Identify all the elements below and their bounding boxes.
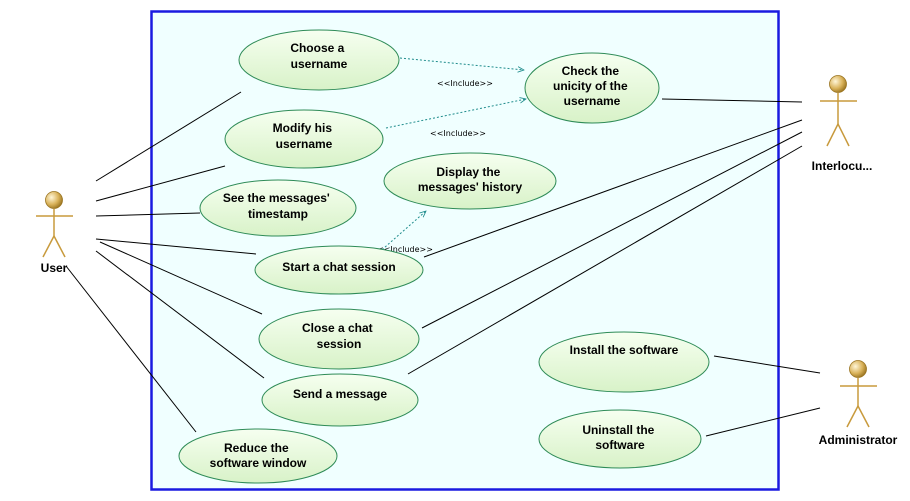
use-case-uninstall-software[interactable]: Uninstall the software (538, 409, 702, 469)
svg-text:Close a chat session: Close a chat session (302, 321, 376, 351)
include-line-start-to-display (375, 211, 426, 256)
use-case-label-line: See the messages' (223, 191, 330, 205)
use-case-install-software[interactable]: Install the software (538, 331, 710, 393)
use-case-label-line: software (595, 438, 645, 452)
use-case-label-line: Install the software (570, 343, 679, 357)
use-case-label-line: username (276, 137, 333, 151)
svg-text:Display the messages' hi: Display the messages' history (418, 165, 523, 194)
system-boundary (150, 10, 780, 491)
use-case-start-chat[interactable]: Start a chat session (254, 245, 424, 295)
include-relations: <<Include>> <<Include>> <<Include>> (375, 57, 526, 256)
use-case-label-line: Close a chat (302, 321, 373, 335)
actor-administrator[interactable]: Administrator (819, 360, 898, 448)
use-case-send-message[interactable]: Send a message (261, 373, 419, 427)
assoc-user-start-chat (95, 238, 257, 255)
include-line-choose-to-check (399, 57, 524, 70)
use-case-label-line: username (564, 94, 621, 108)
use-case-label-line: software window (210, 456, 307, 470)
use-case-close-chat[interactable]: Close a chat session (258, 308, 420, 370)
use-case-see-timestamp[interactable]: See the messages' timestamp (199, 179, 357, 237)
svg-text:Send a message: Send a message (293, 387, 387, 401)
assoc-user-send-message (95, 250, 265, 379)
actor-label-interlocutor: Interlocu... (812, 159, 873, 173)
assoc-user-close-chat (99, 241, 263, 315)
svg-text:Modify his username: Modify his username (273, 121, 336, 151)
include-label-3: <<Include>> (377, 245, 433, 254)
svg-text:Install the software: Install the software (570, 343, 679, 357)
use-case-label-line: Display the (436, 165, 500, 179)
assoc-user-choose-username (95, 91, 242, 182)
actor-user[interactable]: User (36, 191, 73, 276)
use-case-label-line: messages' history (418, 180, 523, 194)
assoc-admin-install (713, 355, 821, 374)
assoc-interlocutor-check-unicity (661, 98, 803, 103)
svg-text:See the messages' timest: See the messages' timestamp (223, 191, 333, 221)
include-label-1: <<Include>> (437, 79, 493, 88)
assoc-interlocutor-start-chat (423, 119, 803, 258)
use-case-label-line: Modify his (273, 121, 333, 135)
use-case-reduce-window[interactable]: Reduce the software window (178, 428, 338, 484)
actor-interlocutor[interactable]: Interlocu... (812, 75, 873, 174)
assoc-interlocutor-send-message (407, 145, 803, 375)
use-case-label-line: Reduce the (224, 441, 289, 455)
actor-label-administrator: Administrator (819, 433, 898, 447)
svg-text:Uninstall the software: Uninstall the software (582, 423, 657, 452)
svg-text:Check the unicity of the: Check the unicity of the username (553, 64, 631, 108)
use-case-modify-username[interactable]: Modify his username (224, 109, 384, 169)
actor-head-icon (849, 360, 867, 378)
assoc-interlocutor-close-chat (421, 131, 803, 329)
assoc-user-modify-username (95, 165, 226, 202)
actor-label-user: User (41, 261, 68, 275)
actor-head-icon (45, 191, 63, 209)
svg-text:Choose a username: Choose a username (290, 41, 347, 71)
use-case-label-line: Choose a (290, 41, 344, 55)
actor-head-icon (829, 75, 847, 93)
use-case-label-line: Start a chat session (282, 260, 395, 274)
svg-text:Start a chat session: Start a chat session (282, 260, 395, 274)
use-case-label-line: timestamp (248, 207, 308, 221)
user-associations (65, 91, 265, 433)
use-case-label-line: username (291, 57, 348, 71)
use-case-label-line: session (317, 337, 362, 351)
use-case-label-line: Uninstall the (582, 423, 654, 437)
use-case-display-history[interactable]: Display the messages' history (383, 152, 557, 210)
interlocutor-associations (407, 98, 803, 375)
assoc-user-see-timestamp (95, 212, 201, 217)
use-case-label-line: Send a message (293, 387, 387, 401)
use-case-label-line: Check the (562, 64, 620, 78)
svg-text:Reduce the software wind: Reduce the software window (210, 441, 307, 470)
use-case-choose-username[interactable]: Choose a username (238, 29, 400, 91)
administrator-associations (705, 355, 821, 437)
assoc-user-reduce-window (65, 265, 197, 433)
use-case-check-unicity[interactable]: Check the unicity of the username (524, 52, 660, 124)
use-case-label-line: unicity of the (553, 79, 628, 93)
assoc-admin-uninstall (705, 407, 821, 437)
include-label-2: <<Include>> (430, 129, 486, 138)
